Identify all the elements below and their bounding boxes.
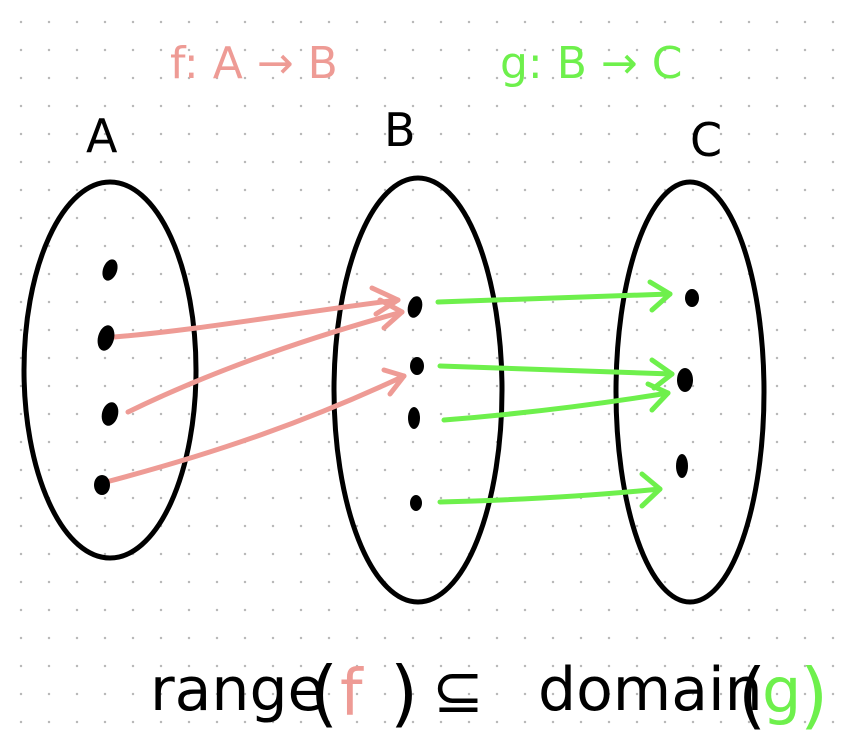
statement-open-paren-1: ( <box>310 651 338 735</box>
set-a-label: A <box>86 109 118 163</box>
set-c-element-3 <box>676 454 688 478</box>
statement-open-paren-2: ( <box>738 653 766 737</box>
g-arrowhead-b3-c2 <box>645 381 671 413</box>
f-arrowhead-a3-b1 <box>377 297 405 331</box>
set-c-element-2 <box>677 368 693 392</box>
g-arrow-b4-c3 <box>437 486 663 505</box>
set-b-label: B <box>384 103 416 157</box>
set-b-element-2 <box>410 357 424 375</box>
set-b-element-3 <box>408 407 420 429</box>
subset-symbol: ⊆ <box>432 654 484 727</box>
set-a-element-2 <box>97 325 115 351</box>
statement-close-paren-2: ) <box>800 653 828 737</box>
statement-g: g <box>762 654 801 727</box>
f-mapping-heading: f: A → B <box>170 38 338 89</box>
set-c-ellipse <box>613 179 767 605</box>
g-arrowhead-b4-c3 <box>639 471 663 509</box>
statement-close-paren-1: ) <box>390 651 418 735</box>
set-a-ellipse <box>21 179 199 561</box>
set-a-element-4 <box>94 475 110 495</box>
set-b-ellipse <box>331 175 505 605</box>
f-arrow-a4-b2 <box>103 373 407 485</box>
g-arrow-b3-c2 <box>441 390 671 423</box>
set-b-element-4 <box>410 495 422 511</box>
g-arrow-b1-c1 <box>435 291 673 305</box>
g-arrow-b2-c2 <box>437 363 675 377</box>
set-c-element-1 <box>685 289 699 307</box>
g-mapping-heading: g: B → C <box>500 38 683 89</box>
statement-f: f <box>340 657 364 731</box>
g-arrowhead-b2-c2 <box>649 357 675 391</box>
set-a-element-1 <box>102 259 118 281</box>
set-b-element-1 <box>407 296 423 318</box>
g-arrowhead-b1-c1 <box>647 279 673 313</box>
f-arrowhead-a4-b2 <box>381 367 407 397</box>
set-a-element-3 <box>101 402 119 426</box>
set-c-label: C <box>690 113 722 167</box>
statement-range: range <box>150 655 324 725</box>
f-arrowhead-a2-b1 <box>369 285 401 317</box>
statement-domain: domain <box>538 655 763 725</box>
f-arrow-a3-b1 <box>125 309 405 415</box>
f-arrow-a2-b1 <box>111 297 401 340</box>
